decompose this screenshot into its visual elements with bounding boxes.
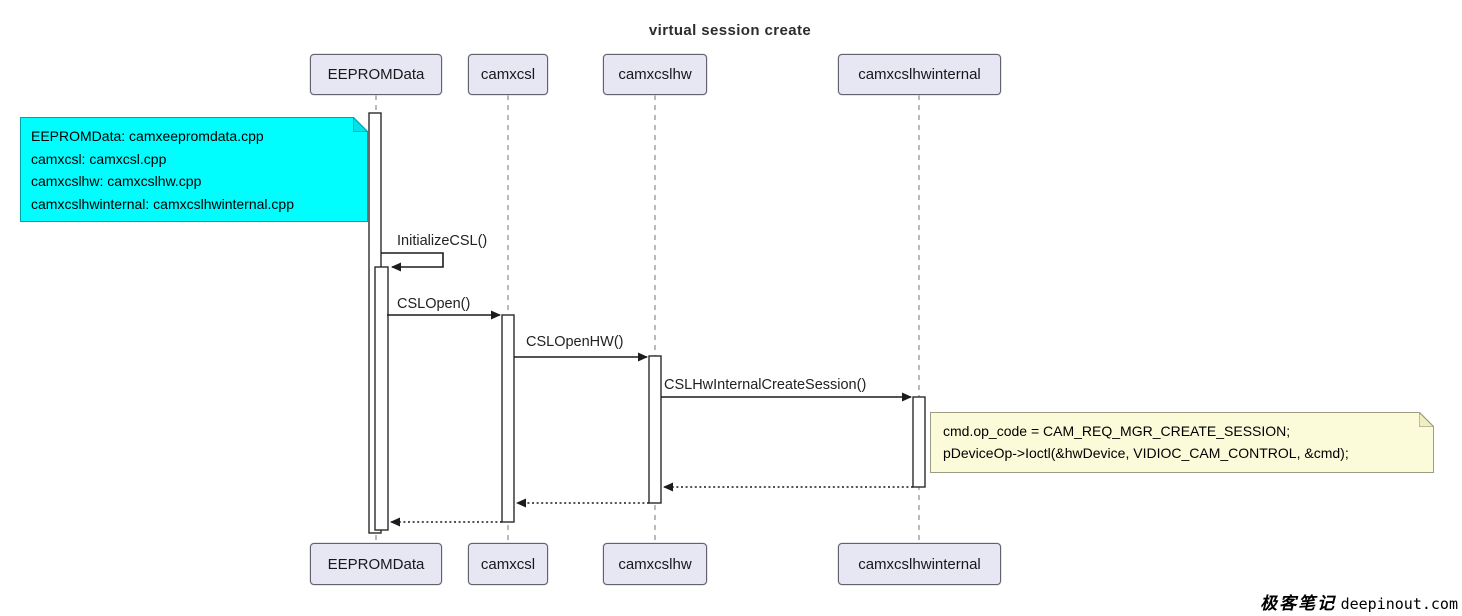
note-file-mapping: EEPROMData: camxeepromdata.cpp camxcsl: … [20,117,368,222]
participant-bottom-eepromdata: EEPROMData [310,543,442,585]
arrow-initializecsl-self-call [381,252,444,272]
participant-top-camxcslhw: camxcslhw [603,54,707,95]
participant-top-camxcslhwinternal: camxcslhwinternal [838,54,1001,95]
note-fold-corner-icon [353,117,368,132]
participant-top-camxcsl: camxcsl [468,54,548,95]
participant-label: camxcslhw [618,66,692,83]
message-label-cslopen: CSLOpen() [397,296,471,312]
participant-label: camxcslhwinternal [858,555,981,573]
note-line: cmd.op_code = CAM_REQ_MGR_CREATE_SESSION… [943,423,1291,439]
message-label-cslhwinternalcreatesession: CSLHwInternalCreateSession() [664,377,867,393]
participant-label: camxcslhwinternal [858,66,981,83]
participant-label: EEPROMData [327,66,425,83]
note-line: EEPROMData: camxeepromdata.cpp [31,128,264,144]
participant-label: camxcsl [480,66,536,83]
participant-bottom-camxcslhw: camxcslhw [603,543,707,585]
note-fold-corner-icon [1419,412,1434,427]
note-line: pDeviceOp->Ioctl(&hwDevice, VIDIOC_CAM_C… [943,445,1349,461]
participant-top-eepromdata: EEPROMData [310,54,442,95]
participant-bottom-camxcsl: camxcsl [468,543,548,585]
participant-bottom-camxcslhwinternal: camxcslhwinternal [838,543,1001,585]
participant-label: camxcsl [480,555,536,573]
note-line: camxcslhw: camxcslhw.cpp [31,173,202,189]
activation-eepromdata-nested [374,266,389,531]
note-line: camxcsl: camxcsl.cpp [31,150,167,167]
note-line: camxcslhwinternal: camxcslhwinternal.cpp [31,195,294,212]
diagram-title: virtual session create [648,22,812,39]
activation-camxcslhwinternal [912,396,926,488]
message-label-initializecsl: InitializeCSL() [397,233,488,249]
watermark-domain: deepinout.com [1340,595,1458,613]
activation-camxcslhw [648,355,662,504]
participant-label: camxcslhw [618,555,692,573]
watermark-chinese-brand: 极客笔记 [1260,594,1337,614]
watermark: 极客笔记 deepinout.com [1260,589,1458,614]
message-label-cslopenhw: CSLOpenHW() [526,334,624,350]
activation-camxcsl [501,314,515,523]
participant-label: EEPROMData [327,555,425,573]
note-ioctl-code: cmd.op_code = CAM_REQ_MGR_CREATE_SESSION… [930,412,1434,473]
